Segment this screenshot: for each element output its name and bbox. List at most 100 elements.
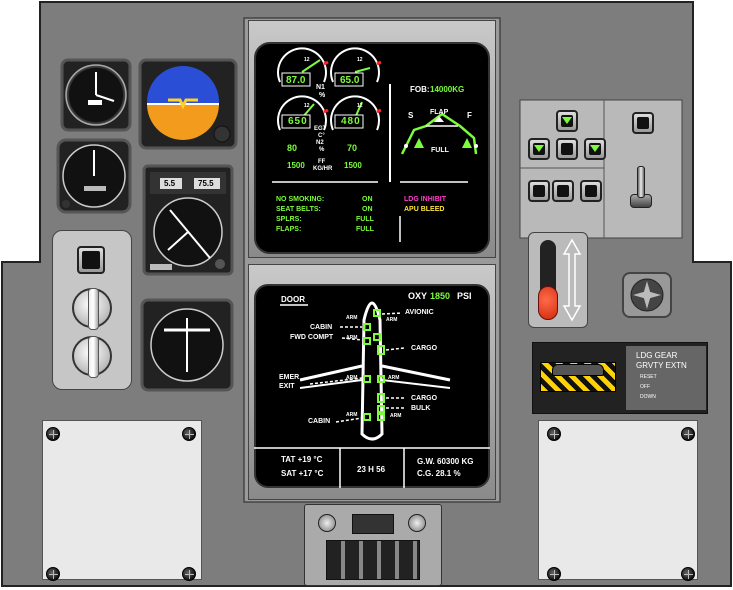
door-arm-label: ARM: [346, 375, 358, 381]
ldg-inhibit-memo: LDG INHIBIT: [404, 196, 446, 203]
time-readout: 23 H 56: [357, 465, 386, 474]
egt-right-value: 480: [341, 116, 361, 127]
right-button-5[interactable]: [552, 180, 574, 202]
gear-down-label: DOWN: [640, 394, 656, 400]
flap-full-label: FULL: [431, 147, 449, 154]
pedestal-keypad[interactable]: [326, 540, 420, 580]
pedestal-knob-left[interactable]: [318, 514, 336, 532]
engine-display-graphics: [272, 47, 478, 242]
oxy-label: OXY: [408, 291, 428, 301]
right-upper-button[interactable]: [632, 112, 654, 134]
door-exit-label: EXIT: [279, 383, 295, 390]
left-square-button[interactable]: [77, 246, 105, 274]
gear-reset-label: RESET: [640, 374, 657, 380]
door-aircraft-diagram: [254, 301, 490, 488]
status-value: FULL: [356, 226, 374, 233]
green-arrow-icons: [534, 117, 600, 152]
ff-label: FF: [318, 159, 326, 165]
pedestal-knob-right[interactable]: [408, 514, 426, 532]
door-cabin-aft-label: CABIN: [308, 418, 331, 425]
flap-s-label: S: [408, 111, 414, 120]
status-value: ON: [362, 196, 373, 203]
fob-label: FOB:: [410, 85, 430, 94]
lower-right-blank-panel: [538, 420, 698, 580]
door-bulk-label: BULK: [411, 405, 431, 412]
lower-left-blank-panel: [42, 420, 202, 580]
right-button-6[interactable]: [580, 180, 602, 202]
screw: [681, 427, 695, 441]
left-rotary-knob-upper[interactable]: [72, 288, 112, 330]
egt-label: EGT: [314, 126, 327, 132]
door-emer-label: EMER: [279, 374, 300, 381]
n1-left-value: 87.0: [286, 75, 306, 86]
egt-right-max-label: 12: [357, 103, 363, 109]
tat-readout: TAT +19 °C: [281, 455, 323, 464]
gear-lever-handle[interactable]: [538, 286, 558, 320]
status-row: SPLRS: FULL: [276, 216, 376, 226]
door-cabin-fwd-label: CABIN: [310, 324, 333, 331]
n1-left-dial: [277, 47, 329, 83]
door-cargo-fwd-label: CARGO: [411, 345, 438, 352]
cg-readout: C.G. 28.1 %: [417, 469, 461, 478]
status-memo: NO SMOKING: ON SEAT BELTS: ON SPLRS: FUL…: [276, 196, 376, 236]
gear-off-label: OFF: [640, 384, 650, 390]
flap-f-label: F: [467, 111, 472, 120]
gear-handle[interactable]: [552, 364, 604, 376]
door-avionic-label: AVIONIC: [405, 309, 434, 316]
door-arm-label: ARM: [388, 375, 400, 381]
n1-right-max-label: 12: [357, 57, 363, 63]
status-row: FLAPS: FULL: [276, 226, 376, 236]
n2-right-percent: 70: [347, 143, 358, 153]
flap-title: FLAP: [430, 109, 449, 116]
ff-left-value: 1500: [287, 161, 305, 170]
gear-placard-plate: [626, 346, 706, 410]
altimeter-gauge: [60, 58, 132, 132]
door-arm-label: ARM: [346, 335, 358, 341]
screw: [182, 427, 196, 441]
gear-placard-line2: GRVTY EXTN: [636, 361, 687, 370]
n1-left-max-label: 12: [304, 57, 310, 63]
left-rotary-knob-lower[interactable]: [72, 336, 112, 378]
status-row: NO SMOKING: ON: [276, 196, 376, 206]
ff-right-value: 1500: [344, 161, 362, 170]
n2-label: N2: [316, 140, 324, 146]
screw: [681, 567, 695, 581]
vent-grille-icon: [630, 278, 664, 312]
status-row: SEAT BELTS: ON: [276, 206, 376, 216]
door-arm-label: ARM: [390, 413, 402, 419]
right-button-4[interactable]: [528, 180, 550, 202]
screw: [46, 427, 60, 441]
right-button-2[interactable]: [556, 138, 578, 160]
toggle-switch-handle[interactable]: [626, 160, 656, 208]
pedestal-display: [352, 514, 394, 534]
n1-right-value: 65.0: [340, 75, 360, 86]
clock-window-right: 75.5: [198, 179, 214, 188]
navigation-display-gauge: [142, 164, 234, 276]
door-display-screen: [254, 284, 490, 488]
oxy-value: 1850: [430, 291, 451, 301]
status-label: SPLRS:: [276, 216, 302, 223]
clock-window-left: 5.5: [164, 179, 176, 188]
status-label: SEAT BELTS:: [276, 206, 321, 213]
airspeed-indicator: [56, 138, 132, 214]
ff-unit: KG/HR: [313, 166, 333, 172]
sat-readout: SAT +17 °C: [281, 469, 324, 478]
gear-placard-line1: LDG GEAR: [636, 351, 678, 360]
screw: [547, 567, 561, 581]
door-arm-label: ARM: [386, 317, 398, 323]
n2-left-percent: 80: [287, 143, 298, 153]
status-label: NO SMOKING:: [276, 196, 325, 203]
left-instrument-cluster: [56, 58, 238, 392]
fob-value: 14000KG: [430, 85, 465, 94]
screw: [547, 427, 561, 441]
status-label: FLAPS:: [276, 226, 302, 233]
door-fwd-compt-label: FWD COMPT: [290, 334, 334, 341]
apu-bleed-memo: APU BLEED: [404, 206, 445, 213]
egt-left-value: 650: [288, 116, 308, 127]
door-arm-label: ARM: [346, 315, 358, 321]
status-value: ON: [362, 206, 373, 213]
up-down-arrow-icon: [562, 238, 582, 322]
door-title: DOOR: [281, 295, 305, 304]
screw: [46, 567, 60, 581]
attitude-indicator: [138, 58, 238, 150]
